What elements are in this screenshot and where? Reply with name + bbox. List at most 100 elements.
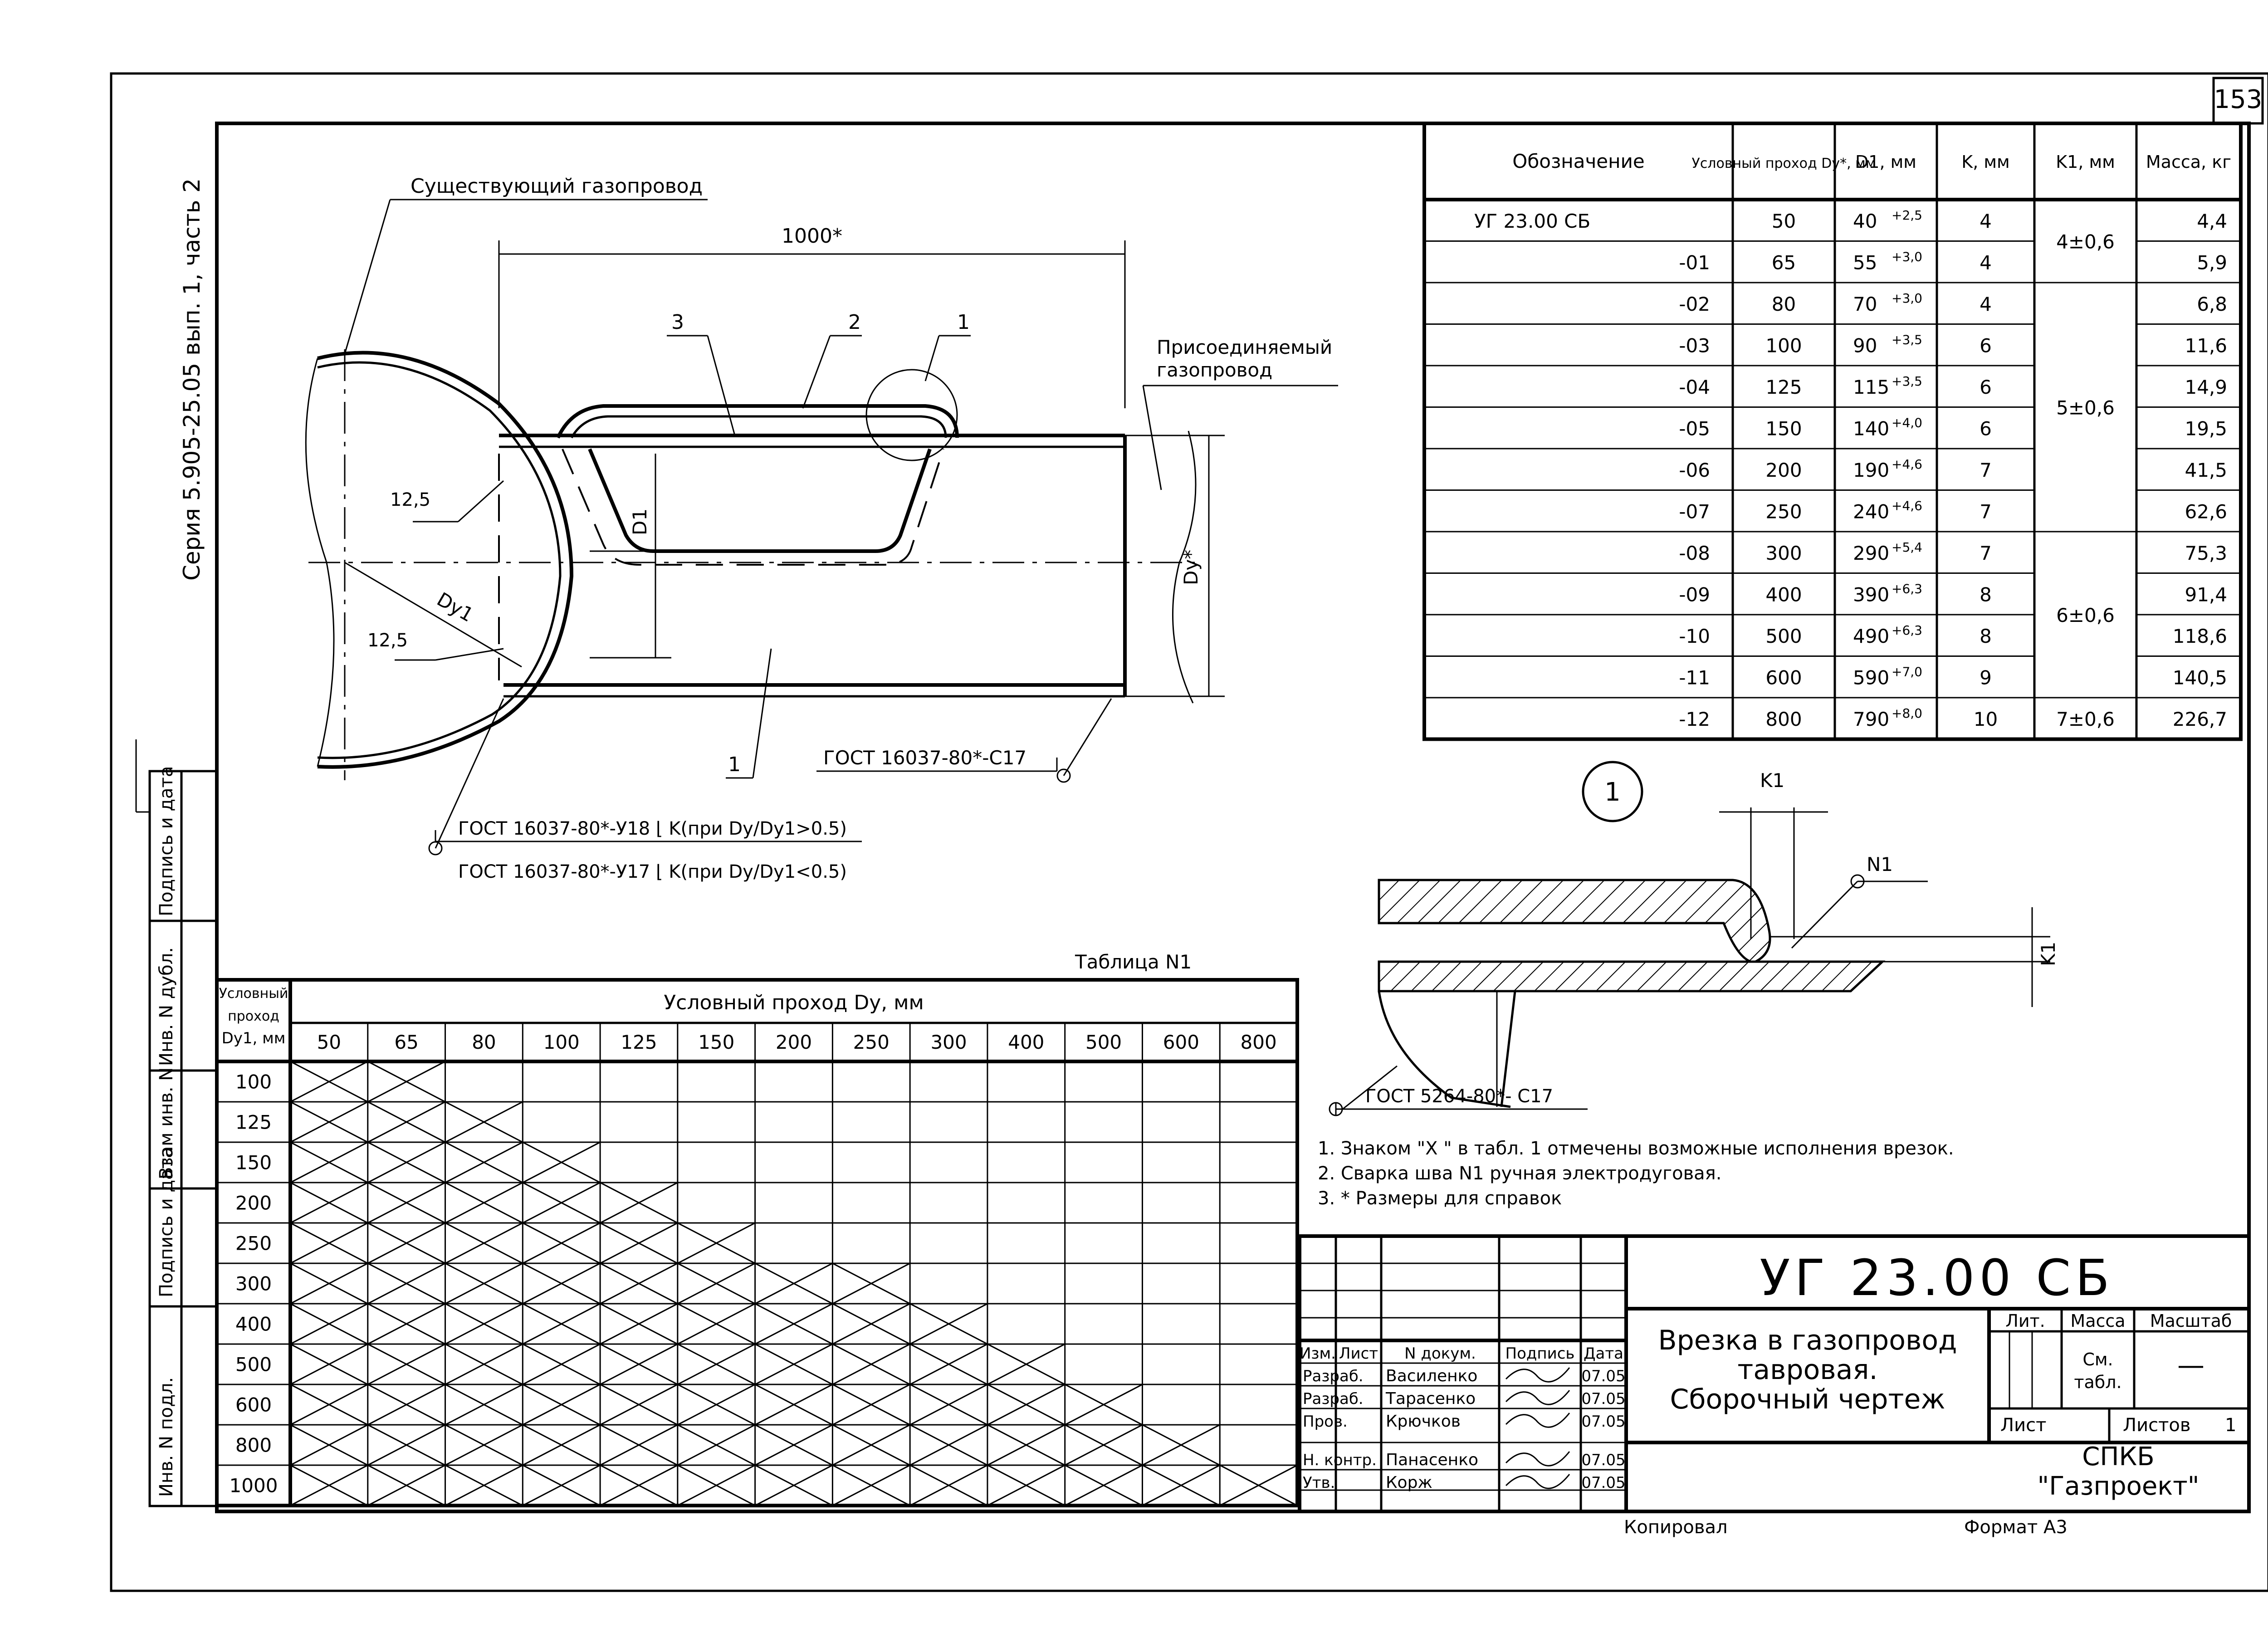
spec-designation: -11	[1679, 666, 1710, 689]
strip-vzam-inv: Взам инв. N	[156, 1067, 177, 1179]
tb-signature	[1505, 1367, 1570, 1383]
matrix-corner-2: проход	[228, 1008, 279, 1024]
matrix-x-mark	[445, 1464, 523, 1506]
detail-callout-circle	[1582, 761, 1643, 822]
strip-inv-dubl: Инв. N дубл.	[156, 947, 177, 1066]
matrix-x-mark	[1064, 1384, 1143, 1426]
spec-dy: 600	[1765, 666, 1802, 689]
spec-k: 6	[1980, 417, 1992, 440]
tb-header-cell: N докум.	[1404, 1345, 1476, 1363]
spec-mass: 6,8	[2197, 293, 2227, 315]
tb-name: Тарасенко	[1385, 1389, 1476, 1408]
spec-k: 8	[1980, 583, 1992, 606]
matrix-x-mark	[600, 1464, 678, 1506]
matrix-x-mark	[754, 1424, 833, 1466]
matrix-x-mark	[522, 1384, 601, 1426]
tb-sheets-label: Листов	[2123, 1415, 2190, 1436]
matrix-x-mark	[367, 1262, 446, 1305]
spec-d1: 70	[1853, 293, 1877, 315]
matrix-group-header: Условный проход Dy, мм	[664, 991, 924, 1014]
detail-circle-marker	[865, 369, 958, 461]
matrix-x-mark	[445, 1101, 523, 1143]
matrix-x-mark	[522, 1464, 601, 1506]
main-drawing: D1 Dy* 1000* Dy1 12,5 12,5 Существующий …	[305, 175, 1338, 882]
strip-inv-podl: Инв. N подл.	[156, 1377, 177, 1497]
dim-length: 1000*	[782, 225, 842, 248]
spec-d1: 290	[1853, 542, 1889, 564]
pos-2: 2	[848, 311, 861, 334]
matrix-row-header: 100	[235, 1071, 272, 1093]
detail-n1: N1	[1867, 853, 1893, 875]
tb-scale-label: Масштаб	[2150, 1311, 2232, 1331]
detail-k1-top: K1	[1760, 769, 1784, 792]
tb-copied: Копировал	[1624, 1517, 1728, 1538]
tb-title-3: Сборочный чертеж	[1670, 1384, 1945, 1415]
dim-d1: D1	[629, 509, 651, 535]
spec-k1: 5±0,6	[2056, 397, 2115, 419]
connected-pipe-label-2: газопровод	[1157, 359, 1272, 381]
tb-title-1: Врезка в газопровод	[1658, 1325, 1957, 1356]
matrix-x-mark	[445, 1343, 523, 1385]
tb-role: Разраб.	[1303, 1367, 1364, 1385]
matrix-col-header: 100	[543, 1031, 580, 1053]
tb-date: 07.05	[1581, 1390, 1625, 1408]
tb-org-2: "Газпроект"	[2037, 1472, 2199, 1501]
notes: 1. Знаком "X " в табл. 1 отмечены возмож…	[1318, 1138, 1954, 1209]
matrix-x-mark	[909, 1343, 988, 1385]
tb-sheet-label: Лист	[2000, 1415, 2046, 1436]
detail-weld: ГОСТ 5264-80*- С17	[1365, 1086, 1553, 1107]
matrix-x-mark	[1142, 1424, 1220, 1466]
matrix-col-header: 200	[776, 1031, 812, 1053]
spec-k: 4	[1980, 210, 1992, 232]
note-2: 2. Сварка шва N1 ручная электродуговая.	[1318, 1163, 1721, 1184]
matrix-x-mark	[909, 1464, 988, 1506]
matrix-x-mark	[522, 1182, 601, 1224]
tb-signature	[1505, 1390, 1570, 1405]
page-number: 153	[2214, 85, 2263, 114]
spec-mass: 14,9	[2185, 376, 2227, 398]
matrix-x-mark	[290, 1182, 368, 1224]
matrix-x-mark	[987, 1384, 1066, 1426]
spec-k1: 4±0,6	[2056, 231, 2115, 253]
matrix-col-header: 125	[621, 1031, 657, 1053]
spec-k1: 6±0,6	[2056, 604, 2115, 626]
spec-designation: -12	[1679, 708, 1710, 730]
matrix-x-mark	[445, 1262, 523, 1305]
tb-role: Пров.	[1303, 1413, 1348, 1431]
spec-d1-tol: +8,0	[1892, 706, 1922, 721]
matrix-x-mark	[909, 1303, 988, 1345]
existing-pipe-shell	[317, 351, 574, 769]
tb-lit-label: Лит.	[2005, 1311, 2045, 1331]
matrix-col-header: 65	[394, 1031, 418, 1053]
spec-d1: 90	[1853, 334, 1877, 357]
matrix-x-mark	[600, 1424, 678, 1466]
matrix-x-mark	[832, 1424, 910, 1466]
spec-d1: 790	[1853, 708, 1889, 730]
spec-mass: 4,4	[2197, 210, 2227, 232]
matrix-x-mark	[367, 1141, 446, 1183]
matrix-col-header: 80	[472, 1031, 496, 1053]
spec-d1: 590	[1853, 666, 1889, 689]
spec-mass: 41,5	[2185, 459, 2227, 481]
matrix-x-mark	[832, 1384, 910, 1426]
matrix-x-mark	[367, 1182, 446, 1224]
matrix-x-mark	[290, 1262, 368, 1305]
spec-dy: 250	[1765, 500, 1802, 523]
spec-dy: 65	[1772, 251, 1796, 274]
matrix-x-mark	[909, 1424, 988, 1466]
spec-designation: -01	[1679, 251, 1710, 274]
spec-header-k1: K1, мм	[2056, 152, 2115, 172]
spec-designation: -09	[1679, 583, 1710, 606]
matrix-x-mark	[290, 1222, 368, 1264]
matrix-row-header: 500	[235, 1354, 272, 1376]
saddle-plate	[556, 404, 959, 439]
pos-3: 3	[671, 311, 684, 334]
spec-dy: 300	[1765, 542, 1802, 564]
series-label: Серия 5.905-25.05 вып. 1, часть 2	[179, 178, 205, 581]
spec-d1-tol: +4,6	[1892, 498, 1922, 513]
spec-mass: 226,7	[2173, 708, 2227, 730]
matrix-col-header: 50	[317, 1031, 341, 1053]
